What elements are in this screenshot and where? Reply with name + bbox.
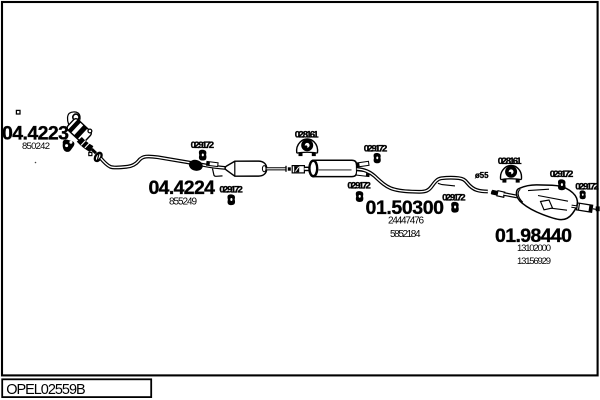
svg-text:02.9172: 02.9172 (442, 192, 466, 203)
svg-text:02.9172: 02.9172 (347, 180, 371, 191)
svg-text:24447476: 24447476 (388, 216, 424, 227)
svg-text:5852184: 5852184 (390, 229, 421, 240)
svg-text:02.8161: 02.8161 (498, 156, 522, 167)
svg-text:02.9172: 02.9172 (575, 181, 599, 192)
svg-text:04.4224: 04.4224 (149, 177, 216, 199)
svg-text:01.98440: 01.98440 (495, 225, 572, 247)
svg-text:02.9172: 02.9172 (219, 184, 243, 195)
svg-text:13102000: 13102000 (517, 243, 551, 254)
svg-text:02.9172: 02.9172 (191, 140, 215, 151)
svg-text:ø55: ø55 (475, 171, 489, 180)
svg-text:02.9172: 02.9172 (550, 169, 574, 180)
svg-text:855249: 855249 (169, 197, 197, 208)
svg-text:01.50300: 01.50300 (366, 197, 445, 219)
svg-text:OPEL02559B: OPEL02559B (6, 382, 86, 398)
svg-text:13156929: 13156929 (517, 256, 551, 267)
svg-text:850242: 850242 (22, 141, 50, 152)
svg-text:02.9172: 02.9172 (364, 143, 388, 154)
svg-text:02.8161: 02.8161 (295, 129, 319, 140)
svg-text:04.4223: 04.4223 (2, 123, 69, 145)
